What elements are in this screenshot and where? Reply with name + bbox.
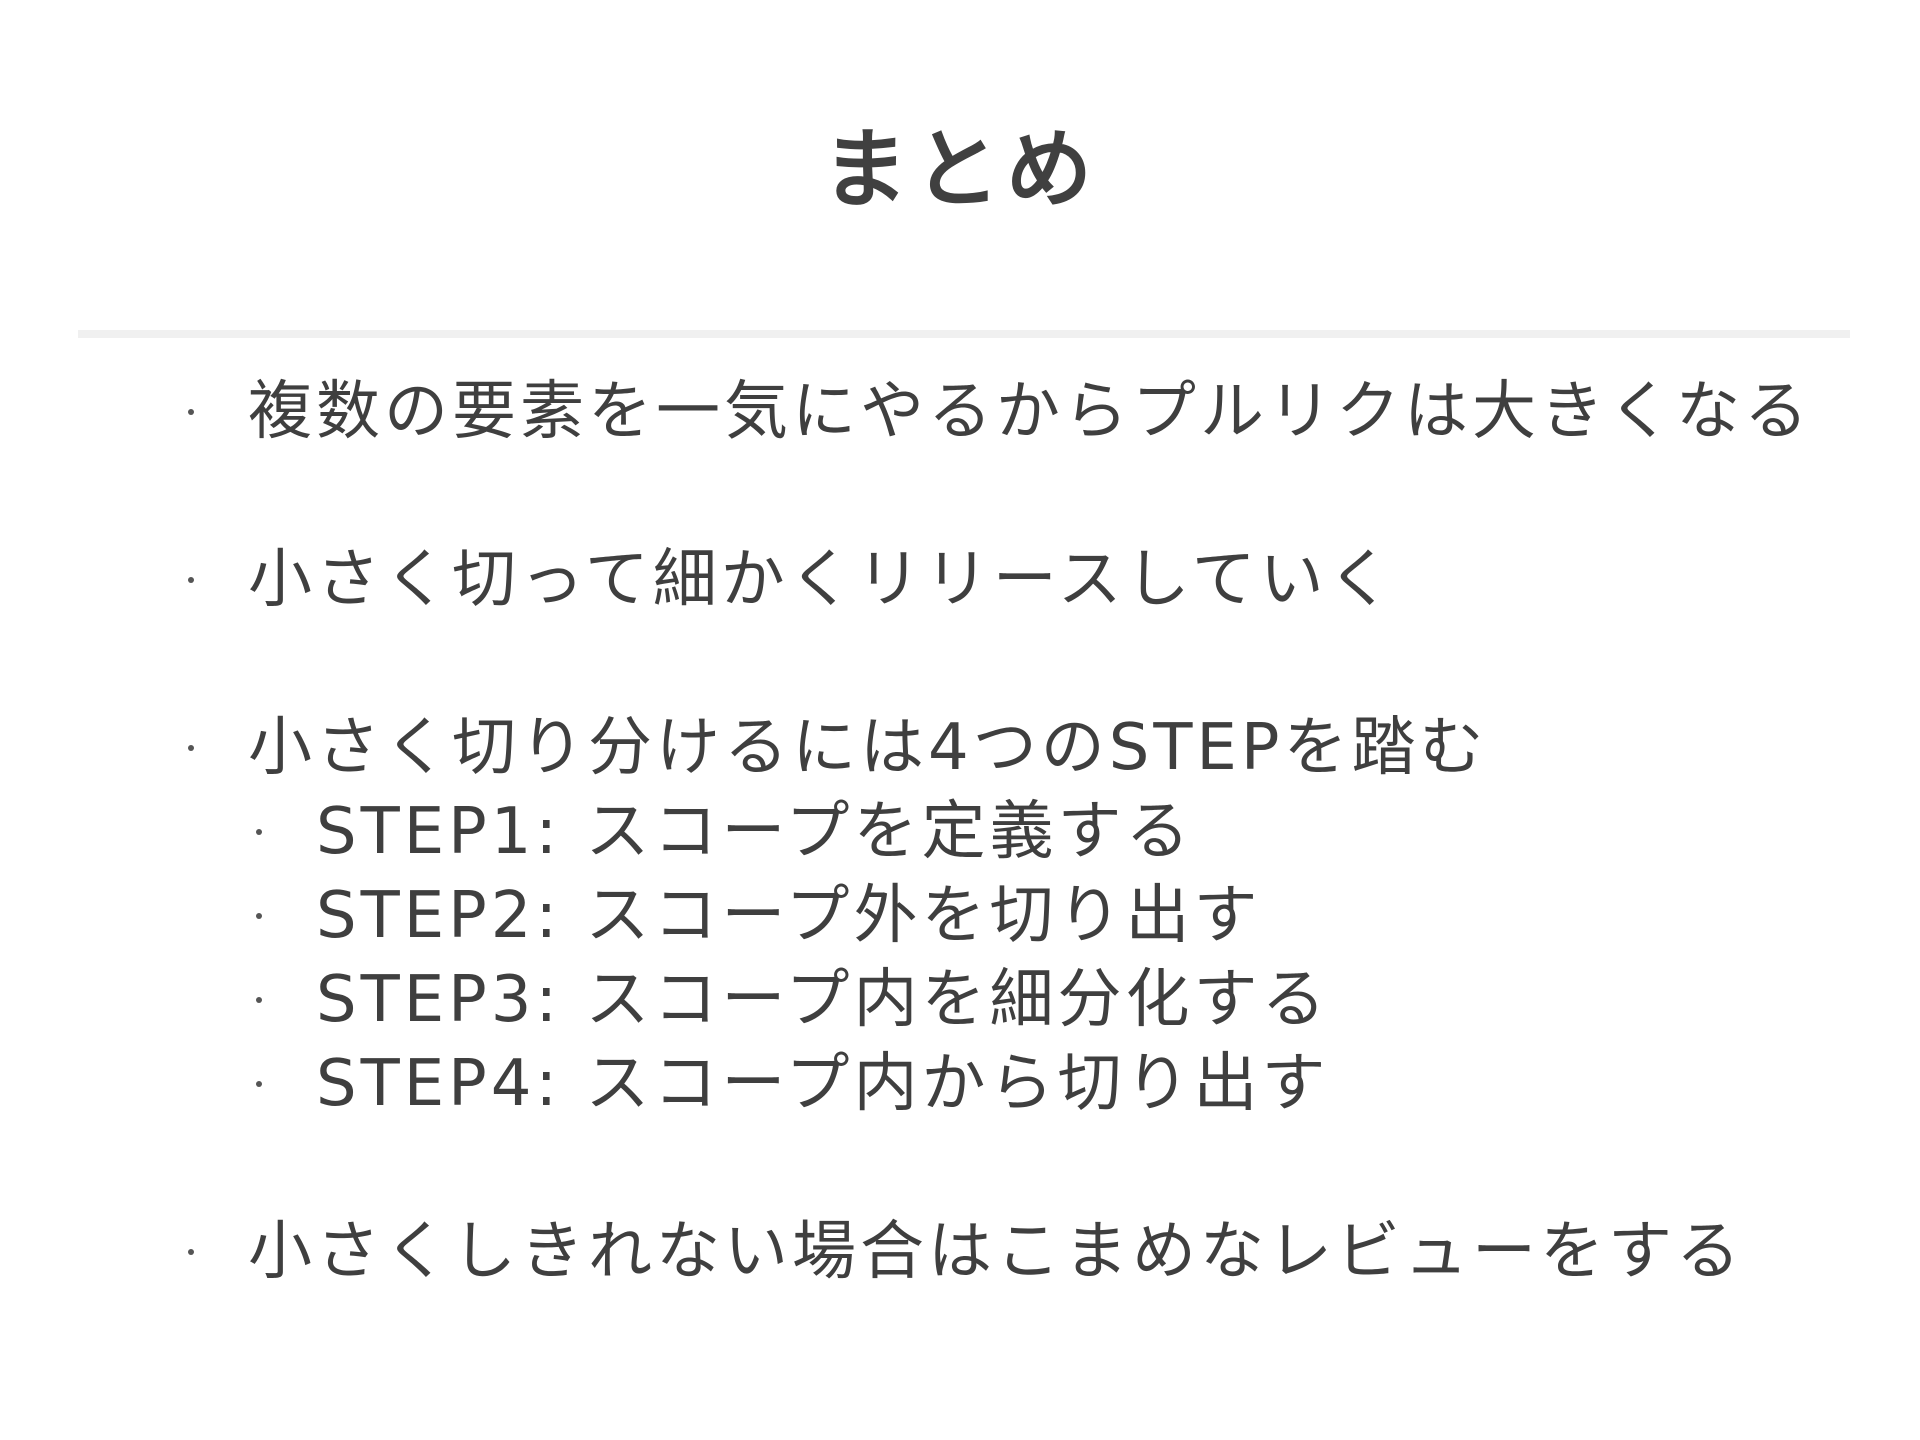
sub-bullet-item: STEP1: スコープを定義する [248, 790, 1860, 874]
bullet-text: 複数の要素を一気にやるからプルリクは大きくなる [248, 375, 1812, 449]
bullet-dot-icon [188, 1249, 194, 1255]
bullet-dot-icon [188, 745, 194, 751]
bullet-dot-icon [256, 829, 262, 835]
sub-bullet-text: STEP4: スコープ内から切り出す [316, 1047, 1330, 1121]
slide-title: まとめ [822, 120, 1098, 220]
sub-bullet-item: STEP3: スコープ内を細分化する [248, 958, 1860, 1042]
bullet-list: 複数の要素を一気にやるからプルリクは大きくなる 小さく切って細かくリリースしてい… [180, 370, 1860, 1294]
sub-bullet-list: STEP1: スコープを定義する STEP2: スコープ外を切り出す STEP3… [248, 790, 1860, 1126]
bullet-dot-icon [256, 997, 262, 1003]
bullet-dot-icon [256, 913, 262, 919]
bullet-item: 小さくしきれない場合はこまめなレビューをする [180, 1210, 1860, 1294]
bullet-text: 小さく切って細かくリリースしていく [248, 543, 1396, 617]
bullet-text: 小さく切り分けるには4つのSTEPを踏む [248, 711, 1488, 785]
sub-bullet-text: STEP3: スコープ内を細分化する [316, 963, 1330, 1037]
bullet-dot-icon [188, 577, 194, 583]
sub-bullet-text: STEP2: スコープ外を切り出す [316, 879, 1262, 953]
bullet-text: 小さくしきれない場合はこまめなレビューをする [248, 1215, 1744, 1289]
bullet-item: 複数の要素を一気にやるからプルリクは大きくなる [180, 370, 1860, 454]
bullet-dot-icon [188, 409, 194, 415]
bullet-item: 小さく切って細かくリリースしていく [180, 538, 1860, 622]
sub-bullet-text: STEP1: スコープを定義する [316, 795, 1194, 869]
bullet-dot-icon [256, 1081, 262, 1087]
sub-bullet-item: STEP2: スコープ外を切り出す [248, 874, 1860, 958]
bullet-item: 小さく切り分けるには4つのSTEPを踏む STEP1: スコープを定義する ST… [180, 706, 1860, 1126]
title-divider [78, 330, 1850, 338]
sub-bullet-item: STEP4: スコープ内から切り出す [248, 1042, 1860, 1126]
